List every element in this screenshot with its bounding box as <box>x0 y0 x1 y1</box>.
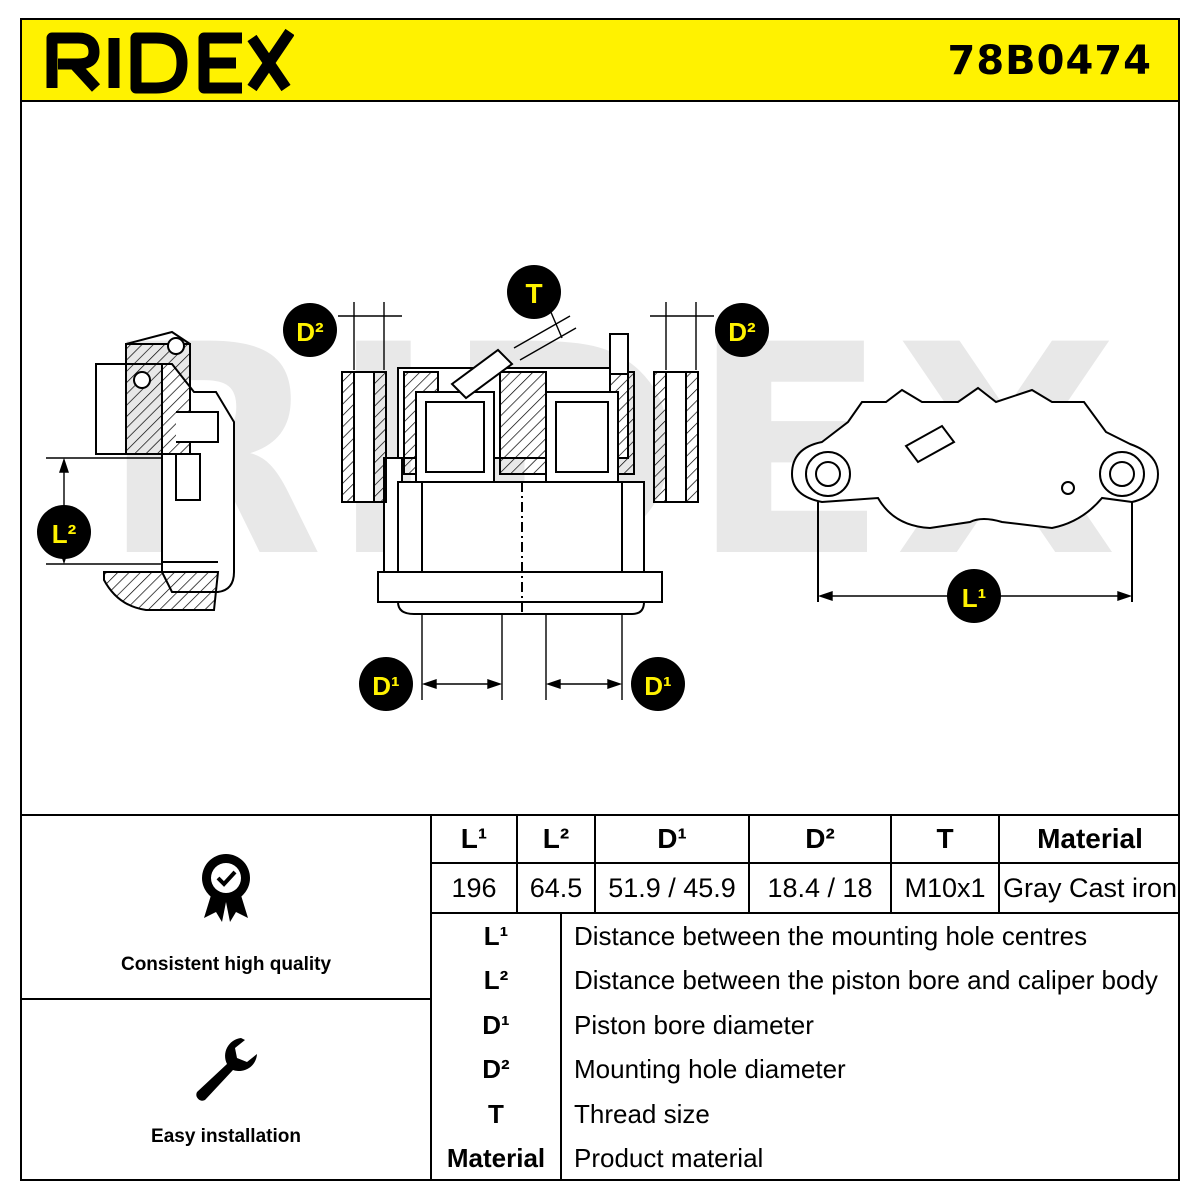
callout-t-text: T <box>525 278 542 309</box>
feature-quality: Consistent high quality <box>22 846 430 996</box>
ridex-logo <box>44 28 295 99</box>
feature-quality-label: Consistent high quality <box>120 954 332 975</box>
t-dimension <box>513 309 577 361</box>
features-panel: Consistent high quality Easy installatio… <box>22 816 432 1181</box>
legend-key: D¹ <box>432 1003 562 1048</box>
callout-d1-left-text: D¹ <box>372 671 399 701</box>
spec-table: L¹ L² D¹ D² T Material 196 64.5 51.9 / 4… <box>432 816 1180 914</box>
legend-row: D² Mounting hole diameter <box>432 1047 1180 1092</box>
product-sheet: 78B0474 RIDEX <box>20 18 1180 1181</box>
spec-header-material: Material <box>998 816 1180 864</box>
spec-header-l1: L¹ <box>432 816 518 864</box>
quality-badge-icon <box>202 854 250 922</box>
spec-value-material: Gray Cast iron <box>998 862 1180 914</box>
spec-value-d1: 51.9 / 45.9 <box>594 862 750 914</box>
spec-value-l2: 64.5 <box>516 862 596 914</box>
d2-left-dimension <box>338 302 402 370</box>
legend-row: T Thread size <box>432 1092 1180 1137</box>
spec-header-d2: D² <box>748 816 892 864</box>
callout-d2-right: D² <box>715 303 769 357</box>
legend-row: D¹ Piston bore diameter <box>432 1003 1180 1048</box>
legend-desc: Distance between the mounting hole centr… <box>574 920 1088 951</box>
legend-key: D² <box>432 1047 562 1092</box>
caliper-front-view <box>341 333 699 615</box>
feature-installation-label: Easy installation <box>151 1126 301 1147</box>
caliper-top-view <box>790 386 1160 602</box>
legend-key: T <box>432 1092 562 1137</box>
callout-d2-left: D² <box>283 303 337 357</box>
callout-l1: L¹ <box>947 569 1001 623</box>
legend-row: L¹ Distance between the mounting hole ce… <box>432 914 1180 959</box>
features-divider <box>22 998 430 1000</box>
wrench-icon <box>196 1038 257 1101</box>
callout-l2: L² <box>37 505 91 559</box>
spec-value-d2: 18.4 / 18 <box>748 862 892 914</box>
legend-row: L² Distance between the piston bore and … <box>432 958 1180 1003</box>
feature-installation: Easy installation <box>22 1034 430 1174</box>
callout-t: T <box>507 265 561 319</box>
legend-desc: Piston bore diameter <box>574 1009 814 1040</box>
header-bar: 78B0474 <box>22 20 1178 102</box>
legend-key: L¹ <box>432 914 562 959</box>
legend-desc: Thread size <box>574 1098 710 1129</box>
spec-value-row: 196 64.5 51.9 / 45.9 18.4 / 18 M10x1 Gra… <box>432 862 1180 914</box>
callout-d2-right-text: D² <box>728 317 756 347</box>
d1-dimensions <box>421 614 623 700</box>
callout-d1-left: D¹ <box>359 657 413 711</box>
caliper-side-view <box>95 330 235 611</box>
legend-table: L¹ Distance between the mounting hole ce… <box>432 914 1180 1181</box>
d2-right-dimension <box>650 302 714 370</box>
spec-header-l2: L² <box>516 816 596 864</box>
spec-value-t: M10x1 <box>890 862 1000 914</box>
callout-l2-text: L² <box>52 519 77 549</box>
bottom-panel: Consistent high quality Easy installatio… <box>22 814 1180 1181</box>
legend-row: Material Product material <box>432 1136 1180 1181</box>
legend-desc: Mounting hole diameter <box>574 1054 846 1085</box>
legend-key: L² <box>432 958 562 1003</box>
part-number: 78B0474 <box>947 38 1152 84</box>
spec-header-d1: D¹ <box>594 816 750 864</box>
technical-drawing: RIDEX <box>22 102 1178 814</box>
legend-desc: Distance between the piston bore and cal… <box>574 965 1158 996</box>
callout-d1-right-text: D¹ <box>644 671 671 701</box>
spec-header-t: T <box>890 816 1000 864</box>
legend-key: Material <box>432 1136 562 1181</box>
callout-d1-right: D¹ <box>631 657 685 711</box>
callout-l1-text: L¹ <box>962 583 987 613</box>
legend-desc: Product material <box>574 1143 764 1174</box>
spec-header-row: L¹ L² D¹ D² T Material <box>432 816 1180 864</box>
callout-d2-left-text: D² <box>296 317 324 347</box>
spec-value-l1: 196 <box>432 862 518 914</box>
